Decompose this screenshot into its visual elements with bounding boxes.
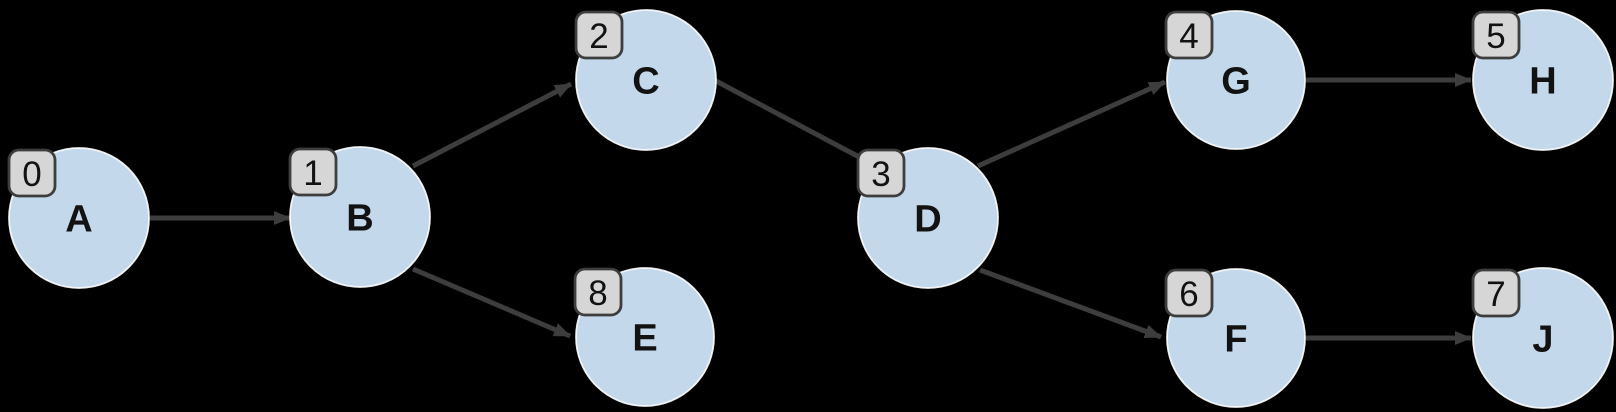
node-J: J7 [1471, 267, 1614, 409]
order-badge [856, 148, 906, 198]
order-badge [1471, 10, 1521, 60]
order-badge [1164, 268, 1214, 318]
node-label: J [1532, 319, 1553, 361]
node-B: B1 [288, 146, 431, 288]
node-D: D3 [856, 147, 999, 289]
node-H: H5 [1471, 9, 1614, 151]
order-badge [1471, 268, 1521, 318]
order-badge-label: 7 [1486, 275, 1505, 314]
edge-C-D [714, 78, 863, 161]
node-label: E [632, 318, 657, 360]
node-C: C2 [574, 9, 717, 151]
order-badge [574, 10, 624, 60]
node-A: A0 [7, 147, 150, 289]
order-badge-label: 5 [1486, 17, 1505, 56]
order-badge [573, 267, 623, 317]
order-badge-label: 0 [22, 155, 41, 194]
edge-B-C [411, 81, 573, 169]
node-F: F6 [1164, 268, 1306, 408]
node-label: B [346, 198, 373, 240]
edge-B-E [412, 266, 571, 339]
order-badge-label: 6 [1179, 275, 1198, 314]
edge-D-G [976, 79, 1167, 169]
order-badge-label: 1 [303, 154, 322, 193]
order-badge-label: 8 [588, 274, 607, 313]
order-badge-label: 4 [1179, 17, 1198, 56]
node-label: H [1529, 61, 1556, 103]
node-label: D [914, 199, 941, 241]
edge-layer [150, 73, 1472, 345]
node-E: E8 [573, 267, 715, 407]
order-badge [1164, 10, 1214, 60]
node-label: C [632, 61, 659, 103]
order-badge [7, 148, 57, 198]
node-G: G4 [1164, 10, 1306, 150]
order-badge-label: 2 [589, 17, 608, 56]
node-label: G [1221, 61, 1251, 103]
order-badge [288, 147, 338, 197]
order-badge-label: 3 [871, 155, 890, 194]
node-label: F [1224, 319, 1247, 361]
edge-D-F [979, 267, 1162, 340]
node-label: A [65, 199, 92, 241]
